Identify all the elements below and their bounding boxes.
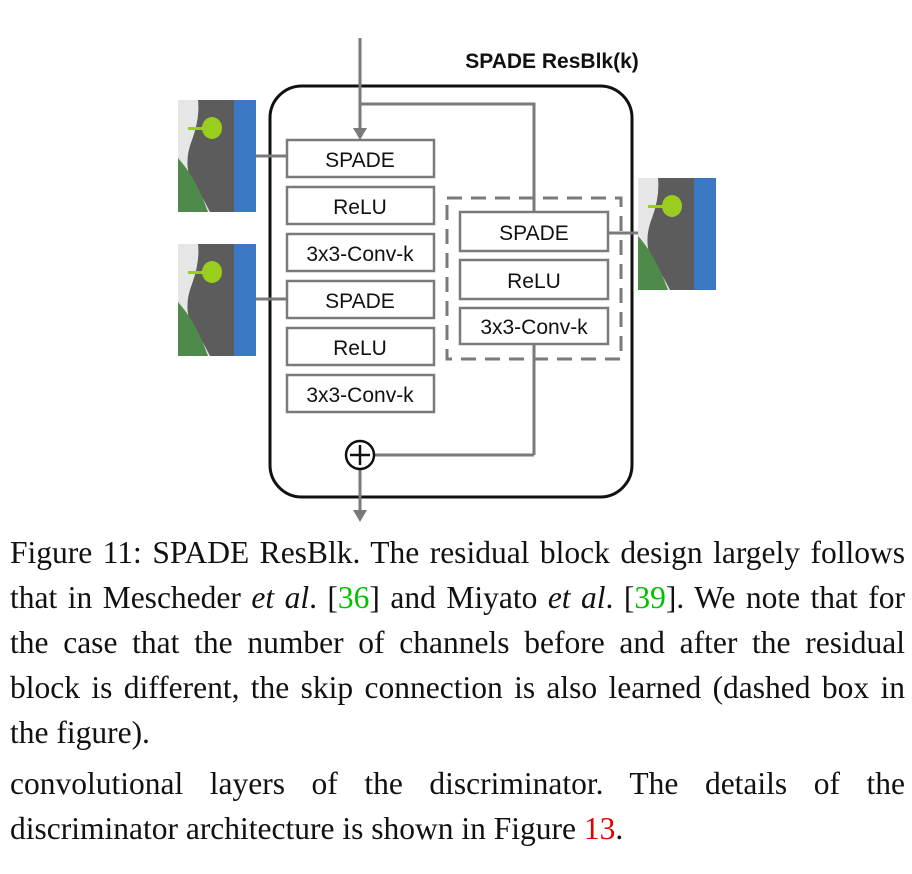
main-branch: SPADE ReLU 3x3-Conv-k SPADE ReLU 3x3-Con… <box>285 138 436 414</box>
relu-box <box>458 258 610 301</box>
body-paragraph: convolutional layers of the discriminato… <box>10 761 905 851</box>
caption-text: . [ <box>309 580 338 615</box>
body-text: . <box>615 811 624 846</box>
caption-etal: et al <box>251 580 310 615</box>
box-label: SPADE <box>325 290 395 313</box>
citation-link[interactable]: 39 <box>634 580 666 615</box>
skip-branch: SPADE ReLU 3x3-Conv-k <box>458 210 610 346</box>
figure-ref-link[interactable]: 13 <box>583 811 616 846</box>
box-label: SPADE <box>499 222 569 245</box>
spade-resblk-diagram: SPADE ResBlk(k) <box>178 38 716 522</box>
spade-box <box>285 138 436 179</box>
relu-box <box>285 326 436 367</box>
sum-node-icon <box>344 439 376 471</box>
figure-label: Figure 11: <box>10 535 142 570</box>
figure-caption: Figure 11: SPADE ResBlk. The residual bl… <box>10 530 905 851</box>
diagram-title: SPADE ResBlk(k) <box>465 50 639 73</box>
segmap-thumbnail <box>178 100 256 212</box>
box-label: ReLU <box>333 337 387 360</box>
caption-etal: et al <box>547 580 606 615</box>
body-text: convolutional layers of the discriminato… <box>10 766 905 846</box>
segmap-thumbnail <box>178 244 256 356</box>
box-label: 3x3-Conv-k <box>306 243 414 266</box>
conv-box <box>285 232 436 273</box>
citation-link[interactable]: 36 <box>337 580 370 615</box>
segmap-thumbnail <box>638 178 716 290</box>
caption-text: The residual block design largely follow… <box>10 535 905 615</box>
box-label: ReLU <box>333 196 387 219</box>
spade-box <box>285 279 436 320</box>
spade-box <box>458 210 610 253</box>
caption-text: ] and Miyato <box>369 580 538 615</box>
output-arrow-icon <box>353 510 367 522</box>
skip-branch-dashed-box <box>445 196 623 361</box>
input-arrow-icon <box>353 128 367 140</box>
figure-title: SPADE ResBlk. <box>152 535 361 570</box>
conv-box <box>458 306 610 346</box>
box-label: 3x3-Conv-k <box>480 316 588 339</box>
caption-paragraph: Figure 11: SPADE ResBlk. The residual bl… <box>10 530 905 755</box>
resblk-container <box>268 84 634 499</box>
box-label: SPADE <box>325 149 395 172</box>
connection-lines <box>256 38 638 512</box>
box-label: 3x3-Conv-k <box>306 384 414 407</box>
conv-box <box>285 373 436 414</box>
box-label: ReLU <box>507 270 561 293</box>
caption-text: ]. We note that for the case that the nu… <box>10 580 905 750</box>
relu-box <box>285 185 436 226</box>
caption-text: . [ <box>605 580 635 615</box>
